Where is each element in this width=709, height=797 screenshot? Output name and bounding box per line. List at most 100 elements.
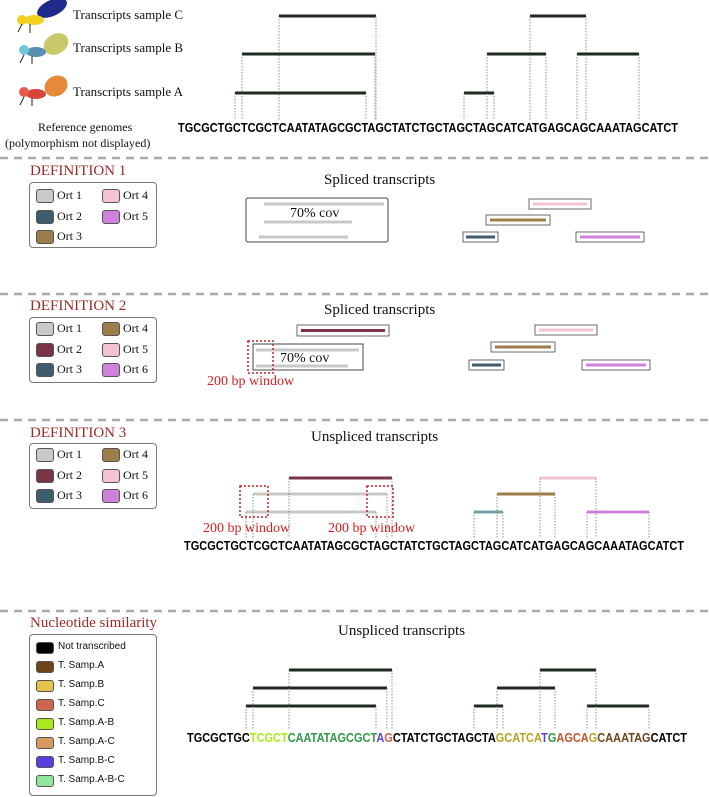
legend-label: T. Samp.A-B — [58, 717, 115, 728]
nuc-seg: A — [376, 731, 384, 745]
legend-swatch — [102, 489, 120, 503]
nuc-seg: G — [384, 731, 393, 745]
def2-legend: Ort 1 Ort 2 Ort 3 Ort 4 Ort 5 Ort 6 — [29, 317, 157, 383]
nuc-guides — [245, 670, 650, 730]
legend-label: Ort 2 — [57, 468, 82, 482]
top-guides — [234, 16, 640, 120]
nuc-seg: AGCA — [556, 731, 588, 745]
legend-swatch — [102, 322, 120, 336]
legend-swatch — [36, 699, 54, 711]
legend-swatch — [36, 230, 54, 244]
legend-swatch — [36, 189, 54, 203]
nuc-transcripts — [246, 668, 649, 708]
legend-label: Ort 3 — [57, 229, 82, 243]
legend-label: T. Samp.A — [58, 660, 105, 671]
insect-icon-sample-c — [17, 0, 67, 33]
nuc-seg: CATCT — [651, 731, 688, 745]
legend-swatch — [102, 363, 120, 377]
sample-a-label: Transcripts sample A — [73, 84, 184, 99]
def3-window-left-box — [239, 485, 269, 518]
legend-label: T. Samp.A-B-C — [58, 774, 125, 785]
def2-window-label: 200 bp window — [207, 374, 295, 389]
top-sequence: TGCGCTGCTCGCTCAATATAGCGCTAGCTATCTGCTAGCT… — [178, 121, 678, 135]
legend-label: Ort 5 — [123, 209, 148, 223]
legend-swatch — [36, 363, 54, 377]
sample-c-label: Transcripts sample C — [73, 7, 183, 22]
legend-label: T. Samp.B — [58, 679, 105, 690]
legend-label: Ort 5 — [123, 342, 148, 356]
insect-icon-sample-a — [19, 75, 68, 106]
nuc-seg: TCGCT — [250, 731, 288, 745]
legend-label: Ort 4 — [123, 447, 148, 461]
nuc-seg: CAATATAGCGCT — [288, 731, 378, 745]
legend-swatch — [102, 189, 120, 203]
def3-sequence: TGCGCTGCTCGCTCAATATAGCGCTAGCTATCTGCTAGCT… — [184, 539, 684, 553]
legend-label: Ort 6 — [123, 488, 148, 502]
def1-title: DEFINITION 1 — [30, 163, 127, 179]
nuc-seg: CAAATAG — [597, 731, 650, 745]
def1-legend: Ort 1 Ort 2 Ort 3 Ort 4 Ort 5 — [29, 182, 157, 248]
def2-coverage: 70% cov — [280, 351, 329, 366]
legend-label: Ort 1 — [57, 447, 82, 461]
legend-label: Ort 4 — [123, 188, 148, 202]
legend-swatch — [102, 448, 120, 462]
def2-title: DEFINITION 2 — [30, 298, 127, 314]
legend-swatch — [36, 661, 54, 673]
legend-swatch — [36, 718, 54, 730]
legend-label: Ort 2 — [57, 209, 82, 223]
nuc-seg: G — [589, 731, 598, 745]
nuc-sequence: TGCGCTGCTCGCTCAATATAGCGCTAGCTATCTGCTAGCT… — [187, 731, 687, 745]
def3-window-left-label: 200 bp window — [203, 521, 291, 536]
legend-swatch — [102, 343, 120, 357]
legend-label: Ort 1 — [57, 188, 82, 202]
legend-swatch — [36, 469, 54, 483]
legend-swatch — [36, 343, 54, 357]
nuc-seg: T — [541, 731, 548, 745]
reference-note: (polymorphism not displayed) — [5, 136, 150, 150]
legend-swatch — [36, 322, 54, 336]
def3-transcripts — [246, 476, 649, 514]
def2-window-box — [247, 340, 274, 374]
legend-label: Ort 2 — [57, 342, 82, 356]
legend-swatch — [36, 775, 54, 787]
nuc-subtitle: Unspliced transcripts — [338, 623, 465, 639]
legend-swatch — [36, 756, 54, 768]
def1-coverage: 70% cov — [290, 206, 339, 221]
legend-label: Ort 3 — [57, 488, 82, 502]
sample-b-label: Transcripts sample B — [73, 40, 183, 55]
insect-icon-sample-b — [19, 33, 69, 64]
nuc-legend: Not transcribed T. Samp.A T. Samp.B T. S… — [29, 634, 157, 796]
def1-coverage-box — [245, 197, 389, 243]
legend-swatch — [36, 642, 54, 654]
legend-swatch — [102, 469, 120, 483]
legend-swatch — [36, 737, 54, 749]
legend-label: Ort 1 — [57, 321, 82, 335]
legend-label: T. Samp.A-C — [58, 736, 115, 747]
def3-window-right-box — [366, 485, 394, 518]
def2-subtitle: Spliced transcripts — [324, 302, 435, 318]
def1-subtitle: Spliced transcripts — [324, 172, 435, 188]
nuc-seg: CTATCTGCTAGCTA — [393, 731, 496, 745]
nuc-seg: G — [548, 731, 557, 745]
legend-label: Ort 5 — [123, 468, 148, 482]
legend-label: T. Samp.C — [58, 698, 105, 709]
legend-label: T. Samp.B-C — [58, 755, 115, 766]
nuc-title: Nucleotide similarity — [30, 615, 158, 631]
legend-label: Ort 4 — [123, 321, 148, 335]
legend-label: Ort 6 — [123, 362, 148, 376]
legend-swatch — [36, 448, 54, 462]
legend-label: Not transcribed — [58, 641, 126, 652]
top-transcripts — [235, 14, 639, 95]
nuc-seg: TGCGCTGC — [187, 731, 250, 745]
def3-legend: Ort 1 Ort 2 Ort 3 Ort 4 Ort 5 Ort 6 — [29, 443, 157, 509]
def3-window-right-label: 200 bp window — [328, 521, 416, 536]
nuc-seg: GCATCA — [496, 731, 542, 745]
legend-swatch — [102, 210, 120, 224]
legend-swatch — [36, 680, 54, 692]
def3-title: DEFINITION 3 — [30, 425, 127, 441]
legend-label: Ort 3 — [57, 362, 82, 376]
def3-subtitle: Unspliced transcripts — [311, 429, 438, 445]
reference-label: Reference genomes — [38, 120, 133, 134]
legend-swatch — [36, 489, 54, 503]
